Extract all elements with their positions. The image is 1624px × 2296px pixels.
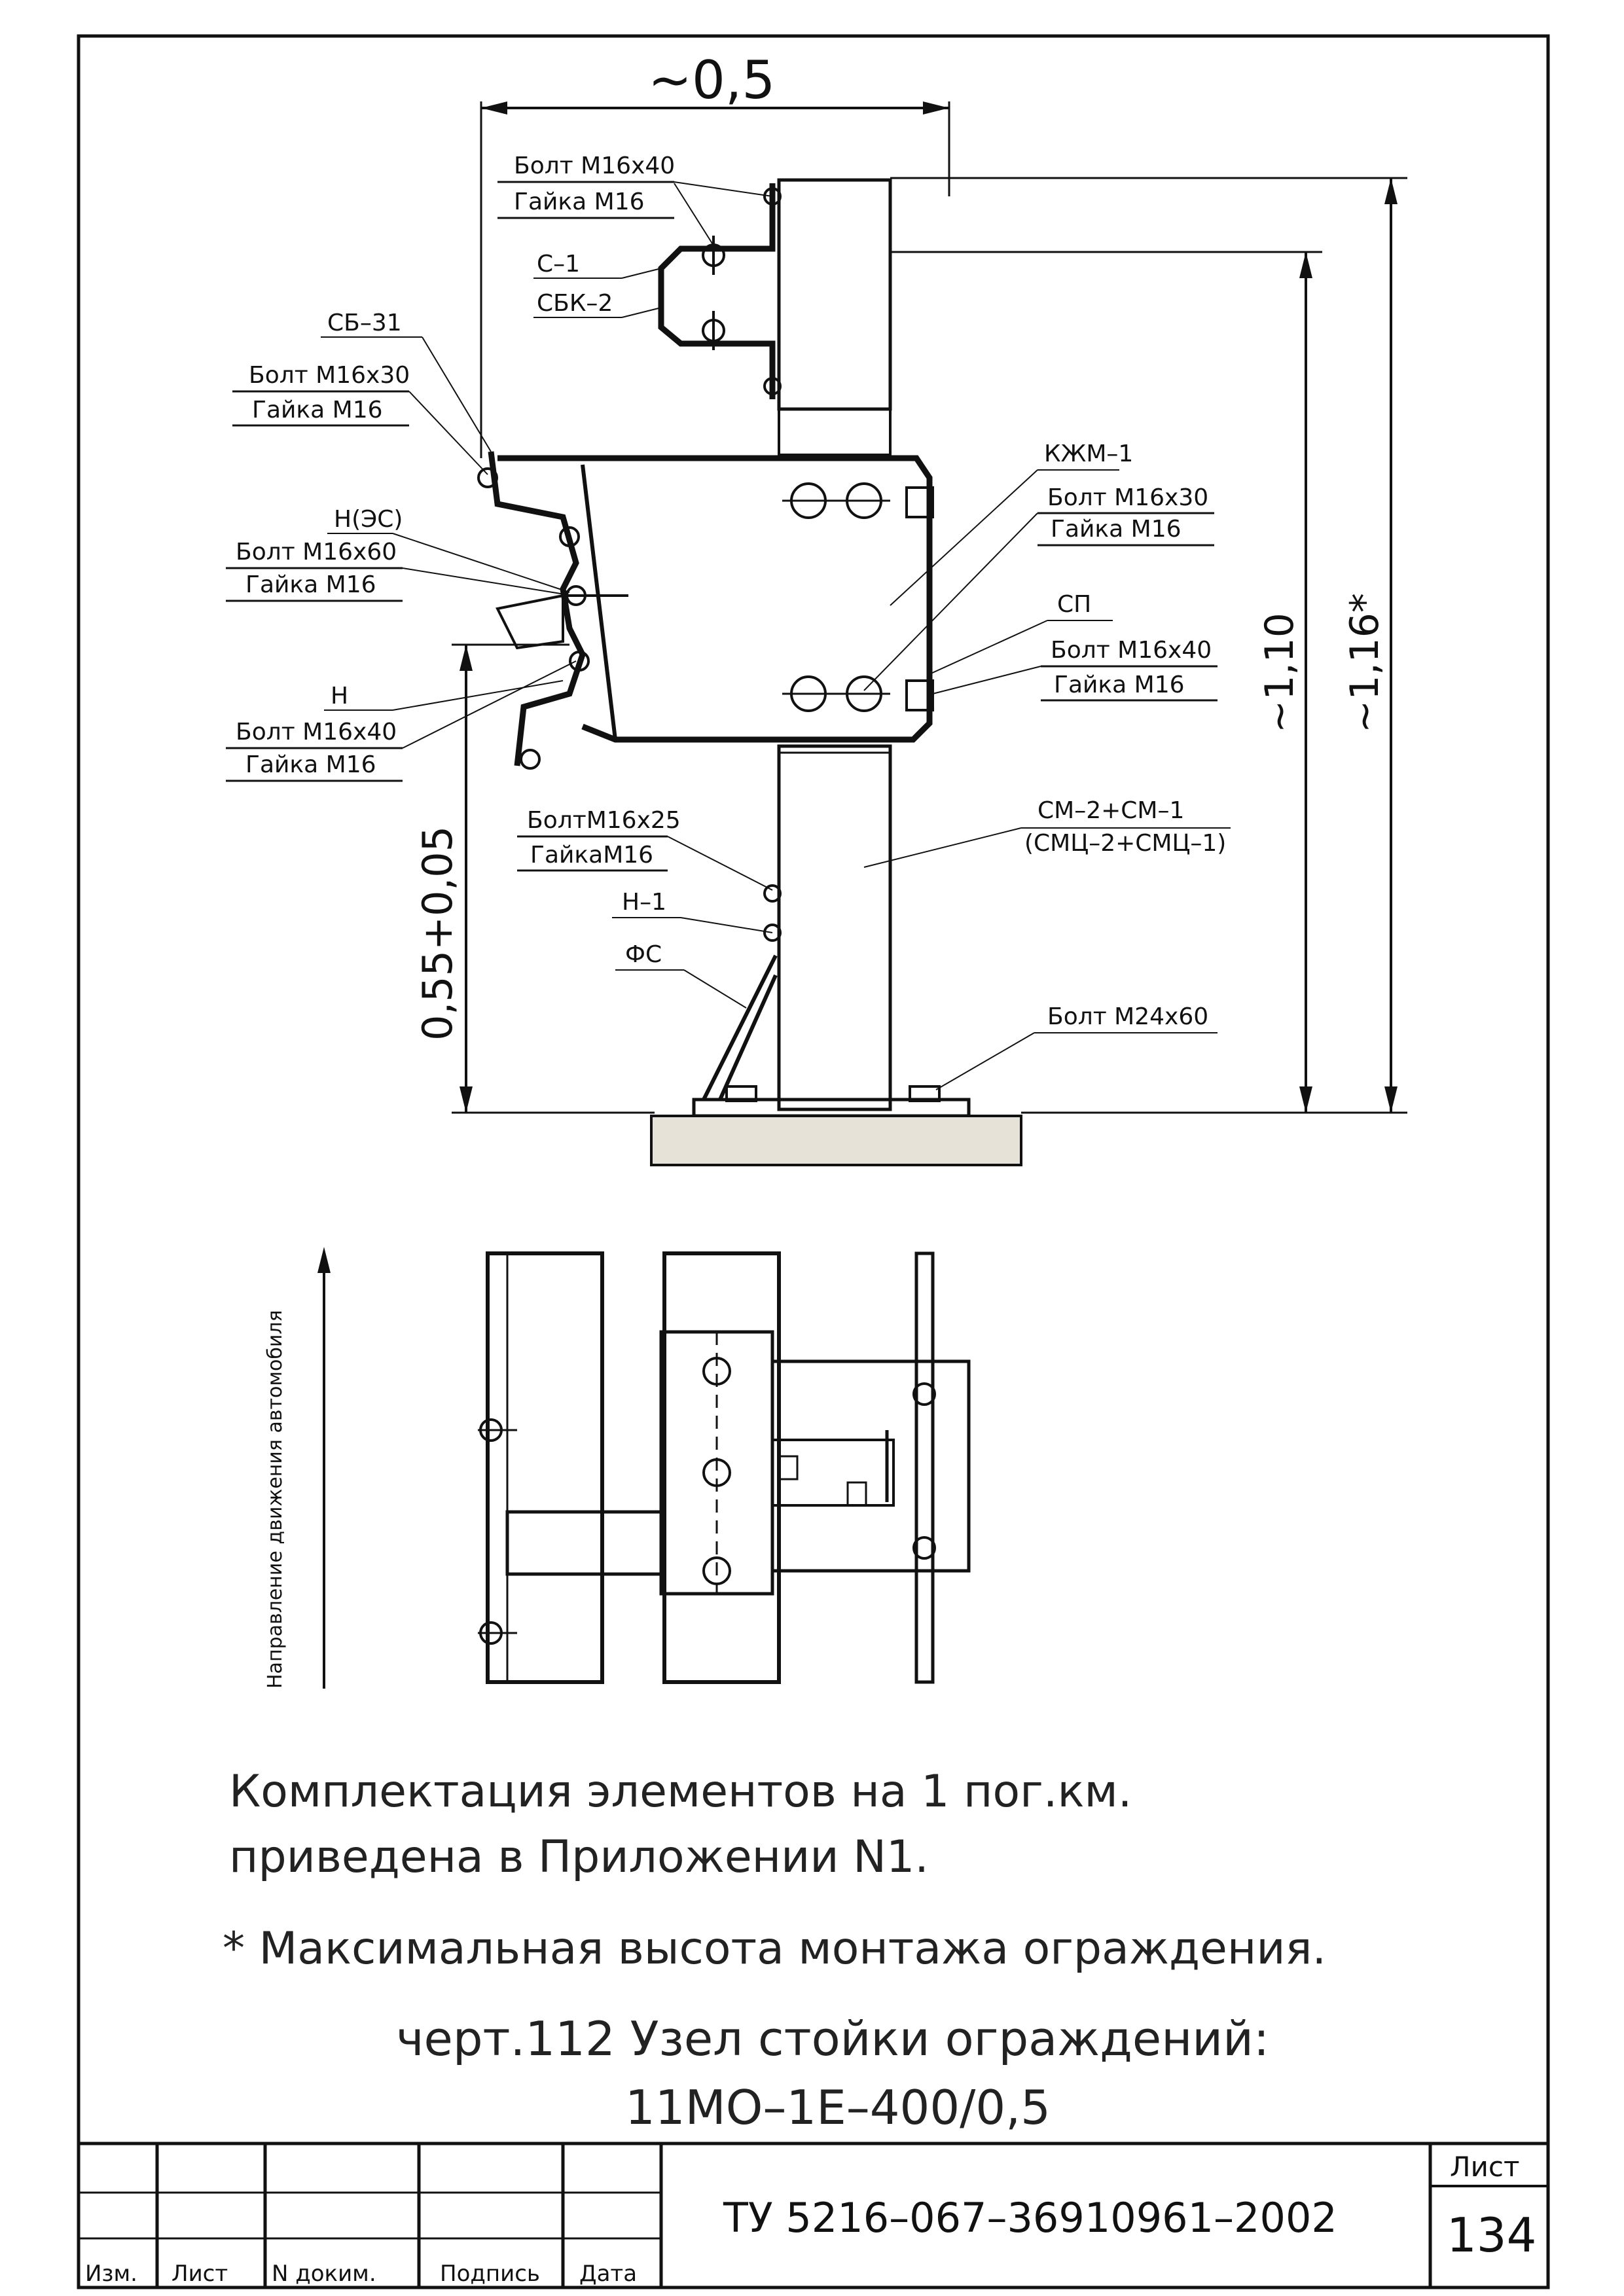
label-c1-sbk2: С–1 СБК–2 (533, 251, 662, 318)
svg-text:СП: СП (1057, 591, 1091, 618)
svg-text:(СМЦ–2+СМЦ–1): (СМЦ–2+СМЦ–1) (1024, 830, 1226, 857)
post (777, 178, 892, 1111)
svg-text:Болт М16х40: Болт М16х40 (1051, 637, 1212, 664)
label-bolt-m16x30-left: Болт М16х30 Гайка М16 (232, 362, 488, 475)
stamp-sheet-label: Лист (1450, 2151, 1519, 2183)
dimension-heights: ~1,10 ~1,16* (890, 177, 1407, 1114)
svg-text:СБ–31: СБ–31 (327, 310, 402, 336)
label-bolt-m24x60: Болт М24х60 (935, 1003, 1218, 1090)
sheet-frame (77, 34, 1550, 2289)
label-fs: ФС (615, 941, 747, 1009)
svg-text:Гайка М16: Гайка М16 (514, 188, 645, 215)
svg-text:Болт М16х30: Болт М16х30 (249, 362, 410, 389)
elevation-view: ~0,5 (226, 50, 1407, 1166)
label-cm: СМ–2+СМ–1 (СМЦ–2+СМЦ–1) (863, 797, 1231, 868)
svg-text:ГайкаМ16: ГайкаМ16 (530, 842, 653, 869)
svg-text:КЖМ–1: КЖМ–1 (1044, 440, 1133, 467)
stamp-izm: Изм. (85, 2261, 137, 2287)
svg-text:Гайка М16: Гайка М16 (1051, 516, 1182, 543)
dim-height-mid: ~1,10 (1257, 613, 1303, 733)
svg-text:Гайка М16: Гайка М16 (252, 397, 383, 423)
notes-block: Комплектация элементов на 1 пог.км. прив… (223, 1766, 1326, 2135)
direction-label: Направление движения автомобиля (264, 1310, 287, 1689)
top-guard-profile (658, 183, 782, 399)
title-block: Изм. Лист N доким. Подпись Дата ТУ 5216–… (79, 2142, 1548, 2287)
dim-width-text: ~0,5 (648, 50, 775, 111)
note-line-3: * Максимальная высота монтажа ограждения… (223, 1923, 1326, 1975)
note-line-2: приведена в Приложении N1. (229, 1831, 929, 1883)
svg-text:Н–1: Н–1 (622, 889, 666, 916)
svg-text:Н(ЭС): Н(ЭС) (334, 506, 403, 533)
svg-text:ФС: ФС (625, 941, 662, 968)
stamp-doc-number: ТУ 5216–067–36910961–2002 (723, 2194, 1337, 2242)
label-h1: Н–1 (612, 889, 773, 933)
label-bolt-m16x40-top: Болт М16х40 Гайка М16 (497, 152, 773, 246)
label-bolt-m16x25: БолтМ16х25 ГайкаМ16 (517, 807, 773, 891)
svg-text:Гайка М16: Гайка М16 (245, 751, 376, 778)
stamp-ndok: N доким. (272, 2261, 376, 2287)
support-and-base (650, 884, 1022, 1166)
label-bolt-m16x40-right: Болт М16х40 Гайка М16 (932, 637, 1218, 702)
w-beam-guard (477, 451, 628, 770)
console-kzhm1 (497, 455, 934, 743)
stamp-podpis: Подпись (440, 2261, 540, 2287)
note-line-1: Комплектация элементов на 1 пог.км. (229, 1766, 1132, 1818)
svg-text:СБК–2: СБК–2 (537, 290, 613, 317)
svg-text:Болт М16х40: Болт М16х40 (514, 152, 675, 179)
svg-text:БолтМ16х25: БолтМ16х25 (527, 807, 681, 834)
dim-height-max: ~1,16* (1342, 593, 1388, 733)
svg-text:Болт М16х60: Болт М16х60 (236, 539, 397, 565)
label-h: Н Болт М16х40 Гайка М16 (226, 660, 577, 782)
label-bolt-m16x30-right: Болт М16х30 Гайка М16 (863, 484, 1214, 691)
dim-low-text: 0,55+0,05 (414, 826, 461, 1041)
concrete-foundation (650, 1115, 1022, 1166)
stamp-list: Лист (171, 2261, 228, 2287)
label-sp: СП (929, 591, 1113, 675)
label-kzhm1: КЖМ–1 (890, 440, 1133, 606)
dimension-low: 0,55+0,05 (414, 643, 655, 1114)
stamp-sheet-number: 134 (1447, 2208, 1536, 2263)
svg-text:СМ–2+СМ–1: СМ–2+СМ–1 (1038, 797, 1184, 824)
svg-text:С–1: С–1 (537, 251, 580, 278)
plan-view: Направление движения автомобиля (264, 1247, 971, 1689)
svg-text:Болт М16х30: Болт М16х30 (1047, 484, 1208, 511)
svg-text:Гайка М16: Гайка М16 (245, 571, 376, 598)
stamp-data: Дата (579, 2261, 637, 2287)
svg-text:Болт М24х60: Болт М24х60 (1047, 1003, 1208, 1030)
svg-text:Гайка М16: Гайка М16 (1054, 672, 1185, 698)
drawing-title-2: 11МО–1Е–400/0,5 (625, 2080, 1051, 2135)
label-h-es: Н(ЭС) Болт М16х60 Гайка М16 (226, 506, 573, 602)
drawing-title-1: черт.112 Узел стойки ограждений: (396, 2011, 1269, 2066)
dimension-width: ~0,5 (480, 50, 950, 458)
svg-text:Болт М16х40: Болт М16х40 (236, 719, 397, 745)
svg-text:Н: Н (331, 683, 348, 709)
label-sb31: СБ–31 (321, 310, 492, 452)
